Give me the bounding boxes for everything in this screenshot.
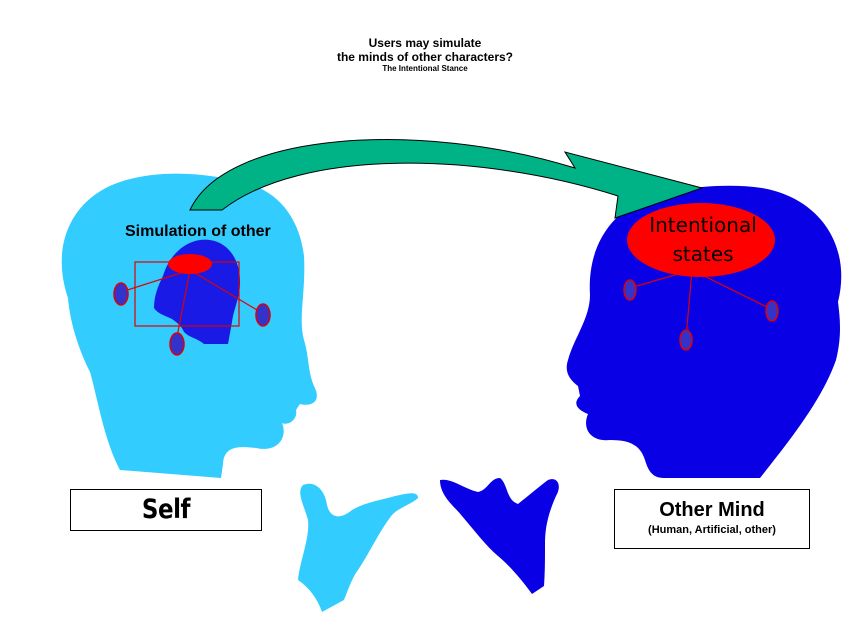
other-node-left xyxy=(623,279,637,301)
intentional-states-ellipse xyxy=(627,203,775,277)
self-center-node xyxy=(168,254,212,274)
other-mind-label: Other Mind xyxy=(659,499,765,521)
other-mind-sublabel: (Human, Artificial, other) xyxy=(648,524,776,536)
self-label: Self xyxy=(141,494,191,525)
intentional-label-2: states xyxy=(672,242,733,266)
self-box: Self xyxy=(70,489,262,531)
intentional-label-1: Intentional xyxy=(649,213,757,237)
other-node-bottom xyxy=(679,329,693,351)
subtitle: The Intentional Stance xyxy=(382,64,468,73)
self-node-bottom xyxy=(169,332,185,356)
self-node-left xyxy=(113,282,129,306)
other-mind-box: Other Mind (Human, Artificial, other) xyxy=(614,489,810,549)
curved-arrow xyxy=(189,139,704,219)
left-hand xyxy=(298,483,418,612)
simulation-label: Simulation of other xyxy=(125,223,271,240)
self-node-right xyxy=(255,303,271,327)
title-block: Users may simulate the minds of other ch… xyxy=(0,36,850,74)
other-node-right xyxy=(765,300,779,322)
title-line-1: Users may simulate xyxy=(368,36,482,50)
right-hand xyxy=(440,478,559,594)
title-line-2: the minds of other characters? xyxy=(336,50,514,64)
other-head xyxy=(566,185,842,478)
self-node-lines xyxy=(120,269,263,343)
